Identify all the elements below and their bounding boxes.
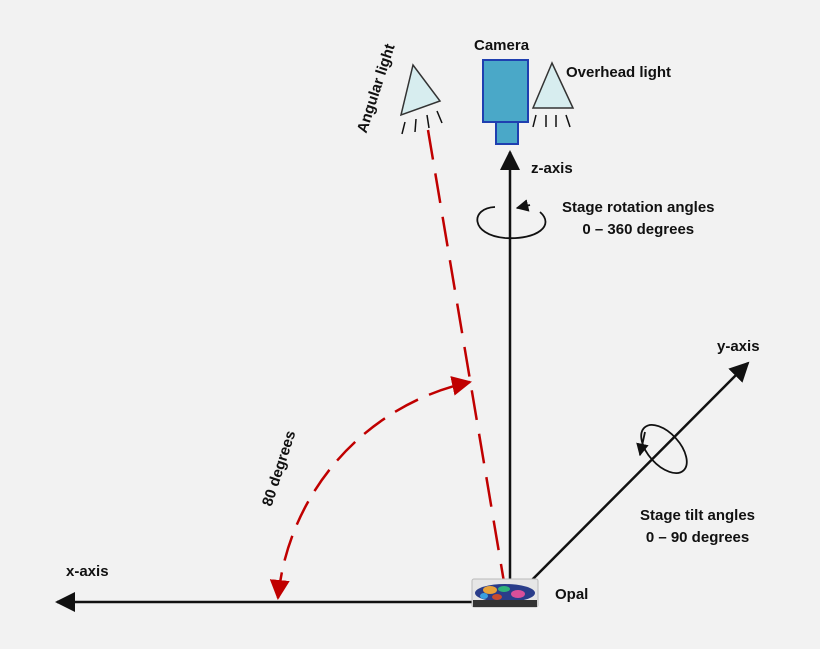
tilt-line1: Stage tilt angles — [640, 507, 756, 524]
angle-arc — [269, 376, 472, 600]
overhead-light-icon — [531, 61, 575, 128]
rotation-line2: 0 – 360 degrees — [582, 221, 695, 238]
rotation-line1: Stage rotation angles — [562, 199, 715, 216]
opal-label: Opal — [555, 586, 589, 603]
angular-light-icon — [399, 63, 443, 135]
y-axis-label: y-axis — [717, 338, 760, 355]
tilt-line2: 0 – 90 degrees — [645, 529, 750, 546]
overhead-light-label: Overhead light — [566, 64, 672, 81]
rotation-angles-label: Stage rotation angles 0 – 360 degrees — [562, 197, 715, 241]
camera-icon — [482, 59, 529, 145]
stage-rotation-icon — [476, 199, 547, 239]
camera-label: Camera — [474, 37, 530, 54]
y-axis-line — [509, 361, 750, 603]
angular-light-beam — [426, 129, 509, 601]
opal-icon — [471, 578, 539, 608]
x-axis-label: x-axis — [66, 563, 109, 580]
z-axis-label: z-axis — [531, 160, 573, 177]
tilt-angles-label: Stage tilt angles 0 – 90 degrees — [640, 505, 755, 549]
stage-tilt-icon — [636, 424, 688, 474]
